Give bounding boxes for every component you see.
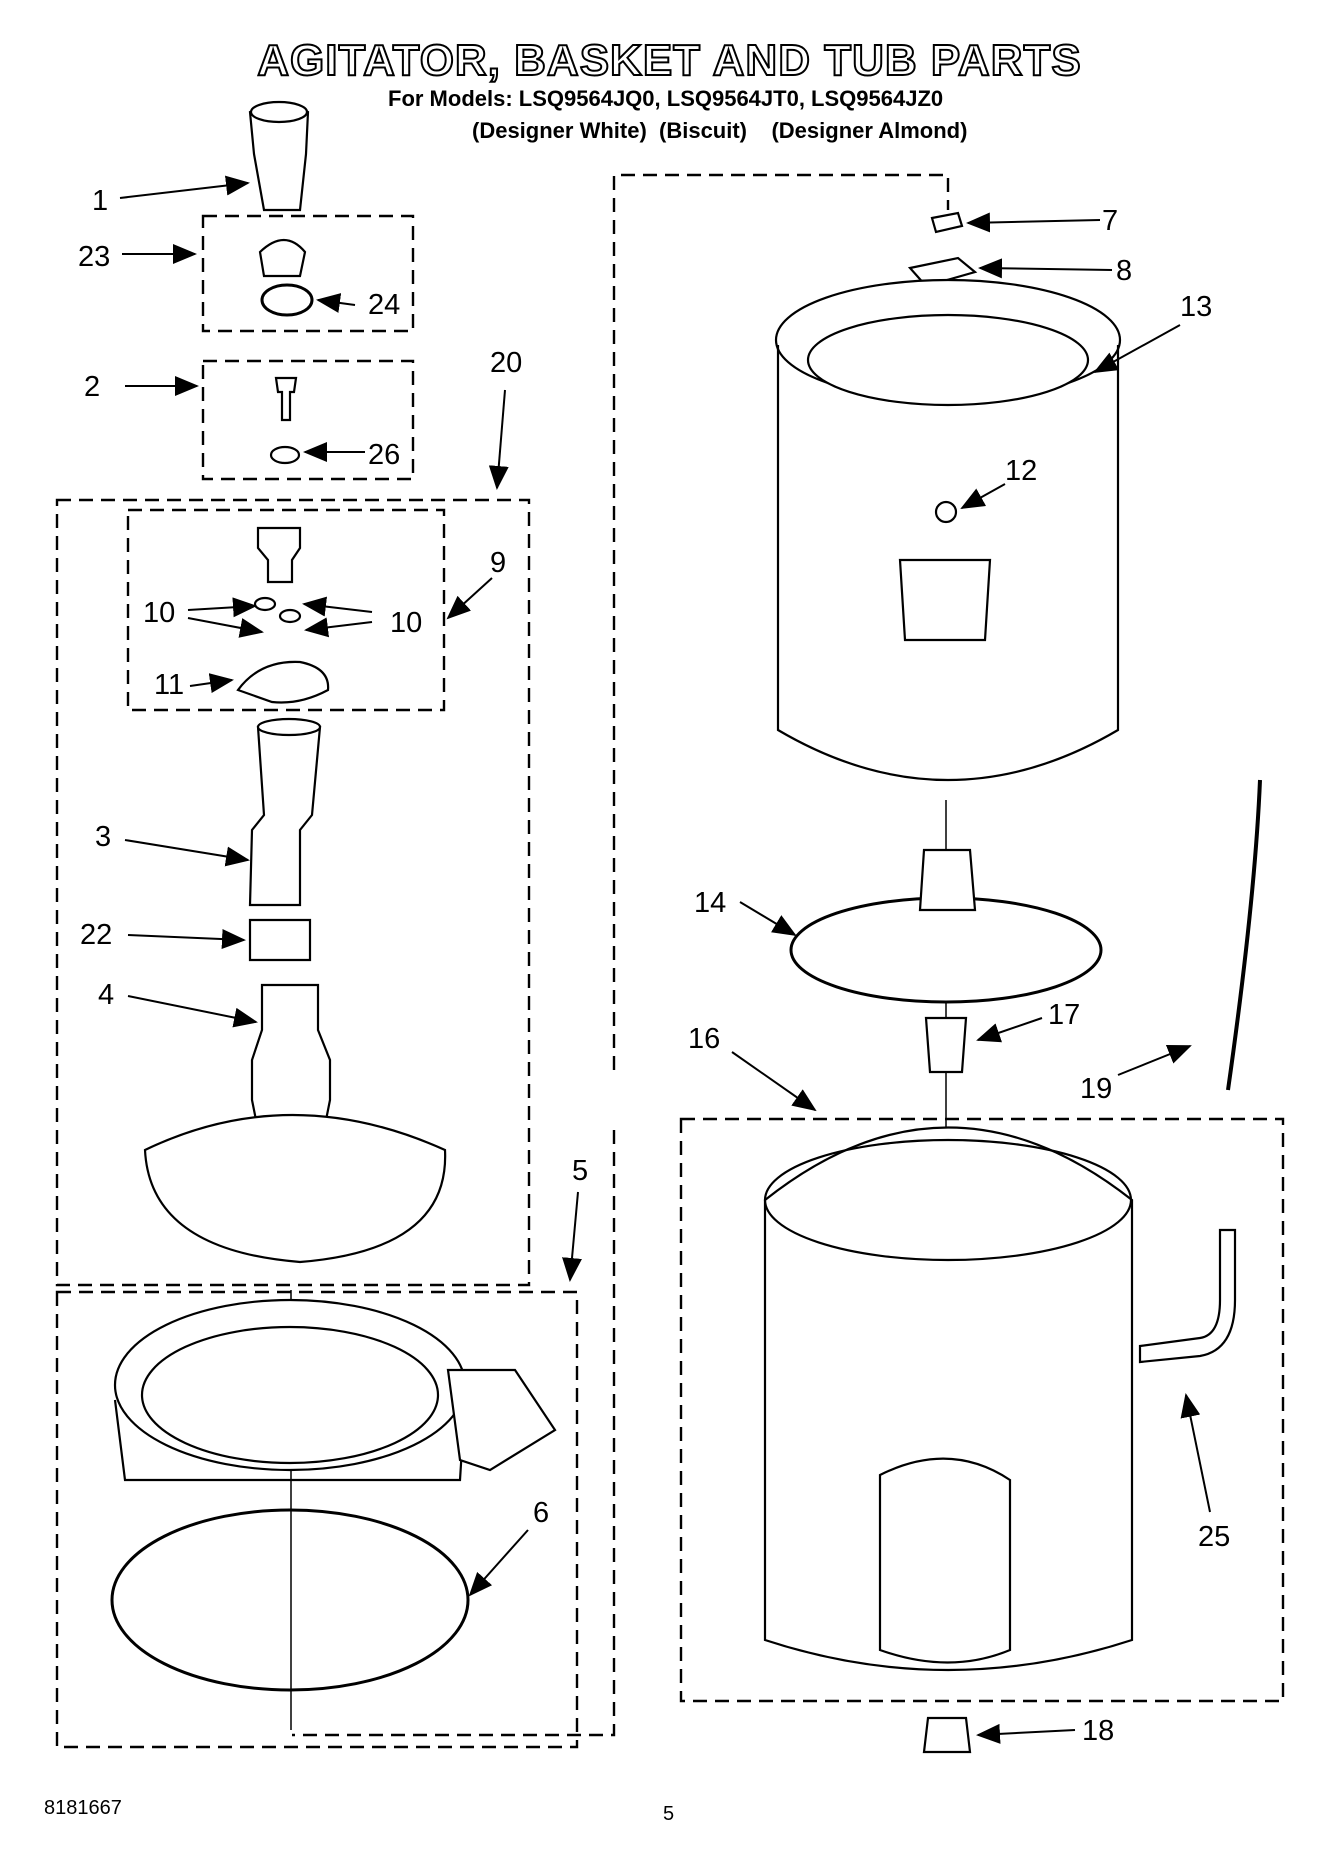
part-5-ring-inner [140, 1325, 440, 1465]
callout-19: 19 [1080, 1073, 1112, 1105]
part-9-ratchet [256, 526, 302, 584]
part-7-clip [930, 211, 964, 234]
callout-10-right: 10 [390, 607, 422, 639]
arrow-18 [976, 1723, 1076, 1744]
callout-13: 13 [1180, 291, 1212, 323]
box-group-9 [126, 508, 446, 712]
callout-7: 7 [1102, 205, 1118, 237]
arrow-20 [488, 389, 509, 490]
part-16-tub [763, 1126, 1134, 1672]
callout-26: 26 [368, 439, 400, 471]
callout-20: 20 [490, 347, 522, 379]
dashed-connector-lower [292, 1130, 616, 1737]
arrow-3 [124, 839, 250, 867]
arrow-6 [468, 1529, 529, 1597]
box-group-2 [201, 359, 415, 481]
callout-9: 9 [490, 547, 506, 579]
box-group-16 [679, 1117, 1285, 1703]
callout-24: 24 [368, 289, 400, 321]
part-11-dog-cam [236, 660, 330, 704]
callout-2: 2 [84, 371, 100, 403]
part-13-basket-wall [776, 345, 1120, 782]
callout-18: 18 [1082, 1715, 1114, 1747]
part-6-gasket [110, 1508, 470, 1692]
arrow-7 [966, 212, 1101, 233]
page-title: AGITATOR, BASKET AND TUB PARTS [256, 35, 1082, 86]
arrow-4 [127, 995, 258, 1028]
part-13-basket-inner-rim [806, 313, 1090, 407]
part-17-bearing [924, 1016, 968, 1074]
callout-labels: 1 23 24 2 26 20 9 10 10 11 3 22 4 5 6 7 … [78, 185, 1230, 1747]
part-5-bracket [446, 1368, 557, 1472]
arrow-1 [119, 175, 250, 199]
part-16-tub-rim [763, 1138, 1133, 1262]
arrow-25 [1180, 1393, 1211, 1513]
callout-22: 22 [80, 919, 112, 951]
callout-5: 5 [572, 1155, 588, 1187]
agitator-parts [110, 100, 557, 1692]
arrow-12 [960, 483, 1006, 509]
callout-16: 16 [688, 1023, 720, 1055]
part-10-dog-b [278, 608, 302, 624]
leader-arrows [119, 175, 1211, 1744]
callout-10-left: 10 [143, 597, 175, 629]
dashed-connector-upper [612, 173, 950, 1070]
models-line: For Models: LSQ9564JQ0, LSQ9564JT0, LSQ9… [388, 86, 944, 111]
arrow-24 [316, 293, 356, 313]
part-2-bolt [274, 376, 298, 422]
box-group-5 [55, 1290, 579, 1749]
arrow-11 [189, 673, 234, 694]
part-16-tub-center-post [878, 1457, 1012, 1664]
callout-14: 14 [694, 887, 726, 919]
callout-11: 11 [154, 669, 184, 701]
arrow-10a [187, 597, 257, 618]
arrow-10b [302, 596, 373, 617]
arrow-8 [978, 258, 1113, 279]
part-24-oring [260, 283, 314, 317]
part-10-dog-a [253, 596, 277, 612]
basket-and-tub-parts [763, 211, 1262, 1754]
part-23-seal [258, 238, 307, 278]
callout-17: 17 [1048, 999, 1080, 1031]
group-boxes [55, 173, 1285, 1749]
part-12-nut [934, 500, 958, 524]
part-25-hose [1138, 1228, 1237, 1364]
part-4-agitator-base [143, 1113, 447, 1264]
arrow-5 [562, 1191, 582, 1282]
part-14-balance-ring [789, 896, 1103, 1004]
part-19-tube [1226, 779, 1262, 1091]
callout-23: 23 [78, 241, 110, 273]
arrow-10b-2 [304, 617, 373, 638]
arrow-17 [976, 1017, 1043, 1043]
arrow-13 [1093, 324, 1181, 373]
part-26-washer [269, 445, 301, 465]
part-13-basket-hub [898, 558, 992, 642]
callout-8: 8 [1116, 255, 1132, 287]
page-number: 5 [663, 1803, 675, 1825]
arrow-22 [127, 929, 246, 950]
callout-25: 25 [1198, 1521, 1230, 1553]
arrow-10a-2 [187, 617, 264, 638]
box-group-23 [201, 214, 415, 333]
callout-4: 4 [98, 979, 114, 1011]
part-3-top [256, 717, 322, 737]
part-22-cam [248, 918, 312, 962]
part-18-plug [922, 1716, 972, 1754]
box-group-20 [55, 498, 531, 1287]
callout-12: 12 [1005, 455, 1037, 487]
part-1-top [249, 100, 309, 124]
arrow-14 [739, 901, 797, 937]
callout-1: 1 [92, 185, 108, 217]
arrow-9 [446, 577, 493, 620]
arrow-16 [731, 1051, 817, 1112]
callout-3: 3 [95, 821, 111, 853]
part-14-hub [918, 848, 977, 912]
document-number: 8181667 [44, 1797, 122, 1819]
arrow-19 [1117, 1044, 1192, 1076]
callout-6: 6 [533, 1497, 549, 1529]
colors-line: (Designer White) (Biscuit) (Designer Alm… [472, 118, 968, 143]
part-3-auger [248, 725, 322, 907]
